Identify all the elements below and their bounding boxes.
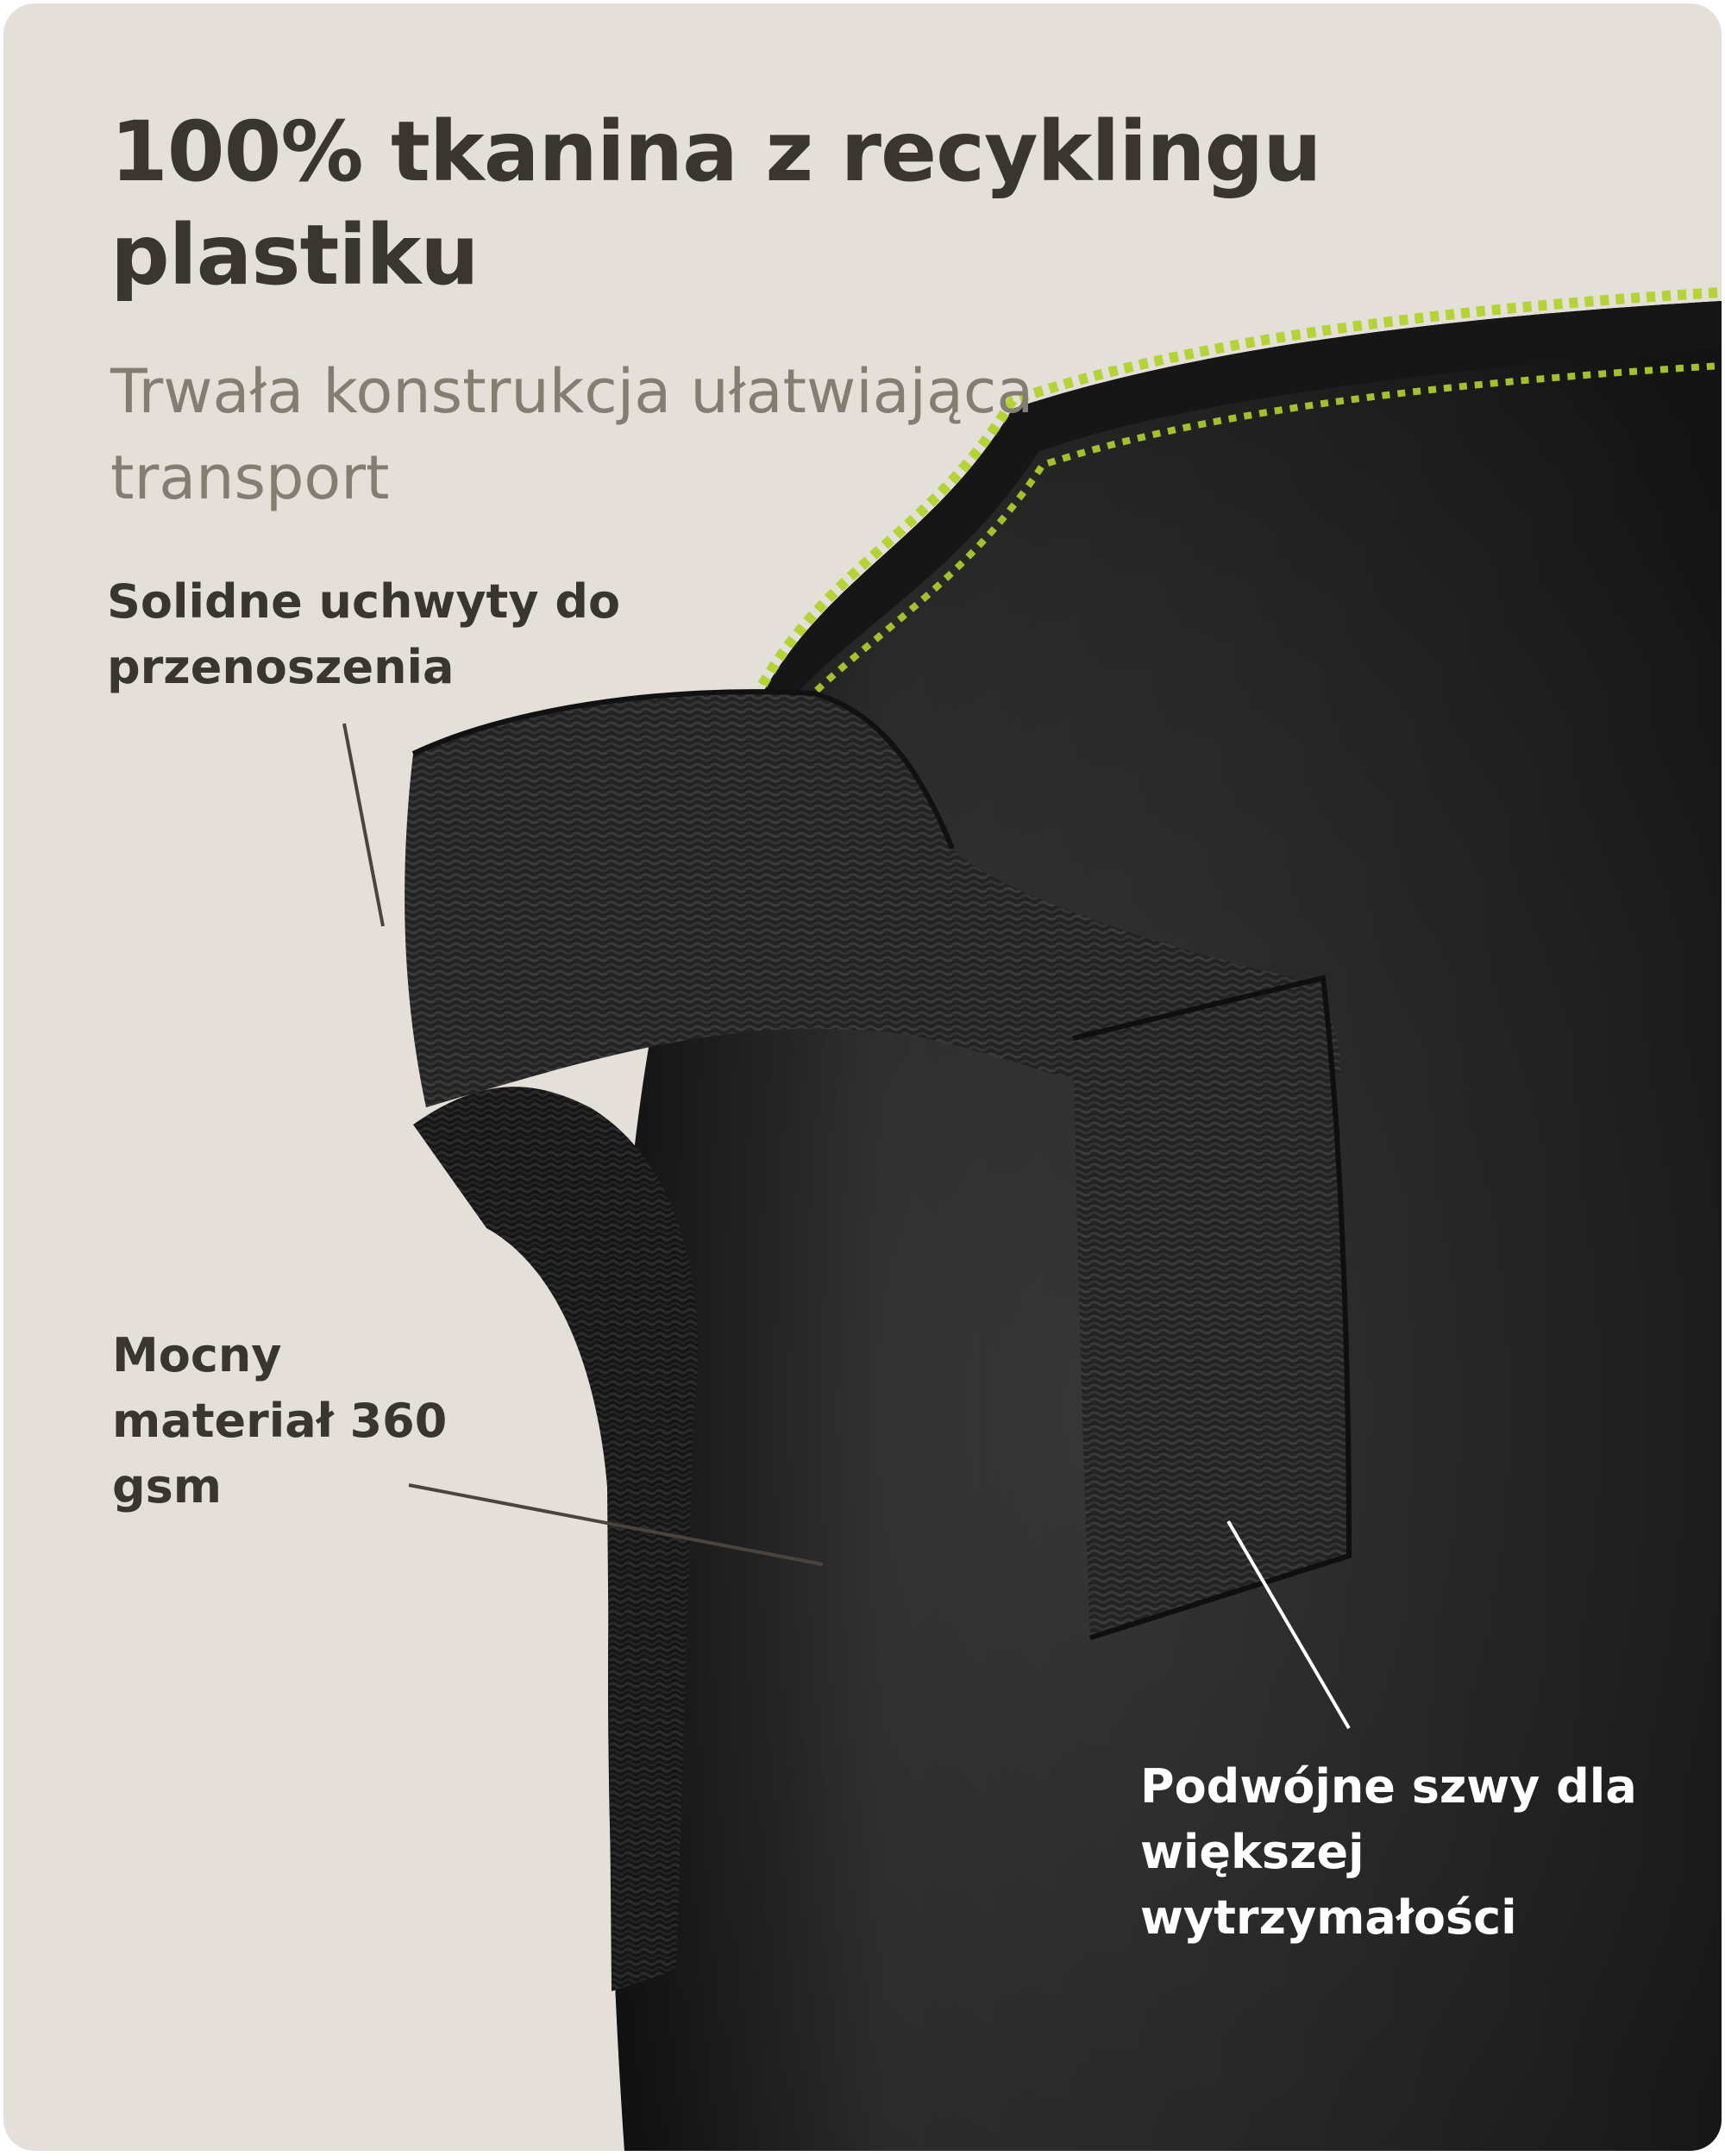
product-photo [342, 287, 1722, 2151]
leader-line-handles [342, 723, 385, 927]
stitching-outer [757, 287, 1722, 687]
callout-handles: Solidne uchwyty do przenoszenia [107, 574, 621, 694]
callout-seams: Podwójne szwy dla większej wytrzymałości [1140, 1759, 1637, 1945]
page-subtitle: Trwała konstrukcja ułatwiająca transport [110, 356, 1034, 513]
handle-webbing [405, 692, 1340, 1107]
stitching-inner [781, 362, 1722, 726]
product-feature-card: 100% tkanina z recyklingu plastiku Trwał… [3, 3, 1722, 2151]
bag-rim [762, 301, 1722, 711]
page-title: 100% tkanina z recyklingu plastiku [110, 103, 1322, 304]
callout-material: Mocny materiał 360 gsm [112, 1328, 448, 1514]
handle-front-flap [1073, 978, 1349, 1638]
leader-line-seams [1226, 1520, 1351, 1730]
leader-line-material [408, 1483, 824, 1566]
handle-back-strap [413, 1087, 698, 1991]
